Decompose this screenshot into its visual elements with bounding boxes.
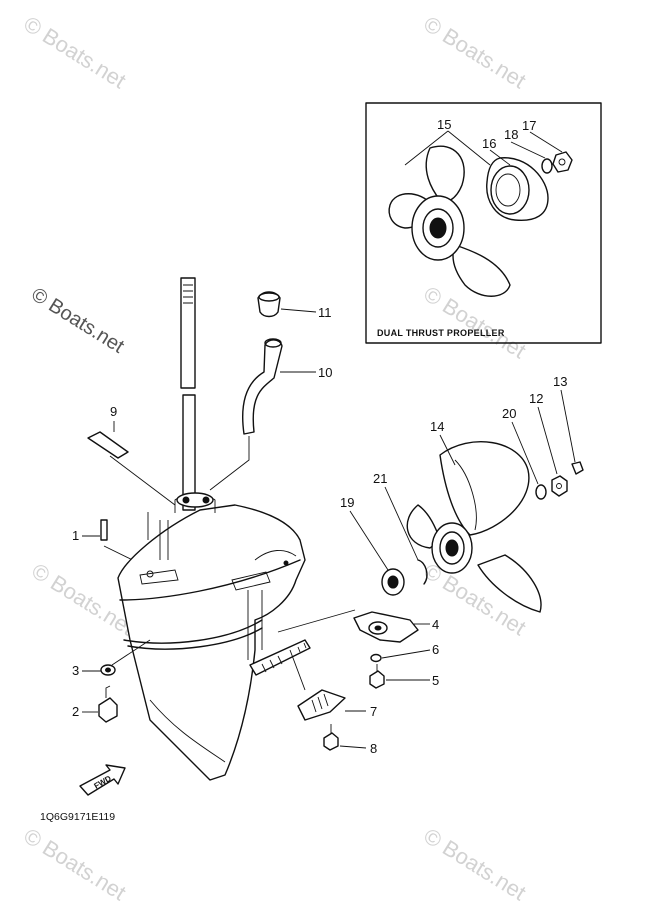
- watermark: © Boats.net: [19, 823, 130, 905]
- part-18-washer: [541, 158, 553, 174]
- part-16-spacer: [486, 157, 549, 222]
- part-6-washer: [370, 653, 382, 663]
- drive-shaft: [180, 277, 196, 511]
- part-12-nut: [551, 475, 568, 497]
- callout-4: 4: [432, 617, 439, 632]
- part-2-bolt: [98, 685, 118, 723]
- part-17-nut: [552, 151, 573, 173]
- callout-19: 19: [340, 495, 354, 510]
- callout-11: 11: [318, 305, 332, 320]
- part-13-cotter-pin: [571, 461, 584, 475]
- callout-17: 17: [522, 118, 536, 133]
- part-11-grommet: [257, 291, 281, 318]
- callout-1: 1: [72, 528, 79, 543]
- diagram-code: 1Q6G9171E119: [40, 811, 115, 823]
- lower-casing: [117, 492, 311, 781]
- callout-12: 12: [529, 391, 543, 406]
- callout-3: 3: [72, 663, 79, 678]
- part-8-bolt: [323, 724, 339, 751]
- callout-21: 21: [373, 471, 387, 486]
- part-4-anode: [353, 611, 419, 643]
- callout-14: 14: [430, 419, 444, 434]
- callout-6: 6: [432, 642, 439, 657]
- callout-20: 20: [502, 406, 516, 421]
- watermark: © Boats.net: [419, 823, 530, 905]
- callout-16: 16: [482, 136, 496, 151]
- watermark: © Boats.net: [419, 11, 530, 93]
- part-21-spacer: [417, 559, 428, 585]
- part-19-thrust-washer: [381, 568, 405, 596]
- watermark: © Boats.net: [19, 11, 130, 93]
- callout-9: 9: [110, 404, 117, 419]
- callout-2: 2: [72, 704, 79, 719]
- callout-5: 5: [432, 673, 439, 688]
- part-1-pin: [100, 519, 108, 541]
- dual-thrust-inset: 15 16 18 17 DUAL THRUST PROPELLER: [365, 102, 602, 344]
- inset-frame: [365, 102, 602, 344]
- part-9-plate: [87, 421, 129, 459]
- fwd-arrow: FWD: [79, 764, 126, 796]
- part-14-propeller: [406, 441, 542, 613]
- part-15-dual-propeller: [388, 145, 511, 297]
- callout-10: 10: [318, 365, 332, 380]
- part-10-water-tube: [242, 338, 283, 435]
- part-5-bolt: [369, 664, 385, 689]
- callout-7: 7: [370, 704, 377, 719]
- watermark: © Boats.net: [419, 281, 530, 363]
- callout-18: 18: [504, 127, 518, 142]
- watermark: © Boats.net: [27, 284, 128, 358]
- callout-8: 8: [370, 741, 377, 756]
- inset-title: DUAL THRUST PROPELLER: [377, 328, 505, 338]
- callout-15: 15: [437, 117, 451, 132]
- part-20-washer: [535, 484, 547, 500]
- callout-13: 13: [553, 374, 567, 389]
- part-7-trim-tab: [297, 689, 346, 721]
